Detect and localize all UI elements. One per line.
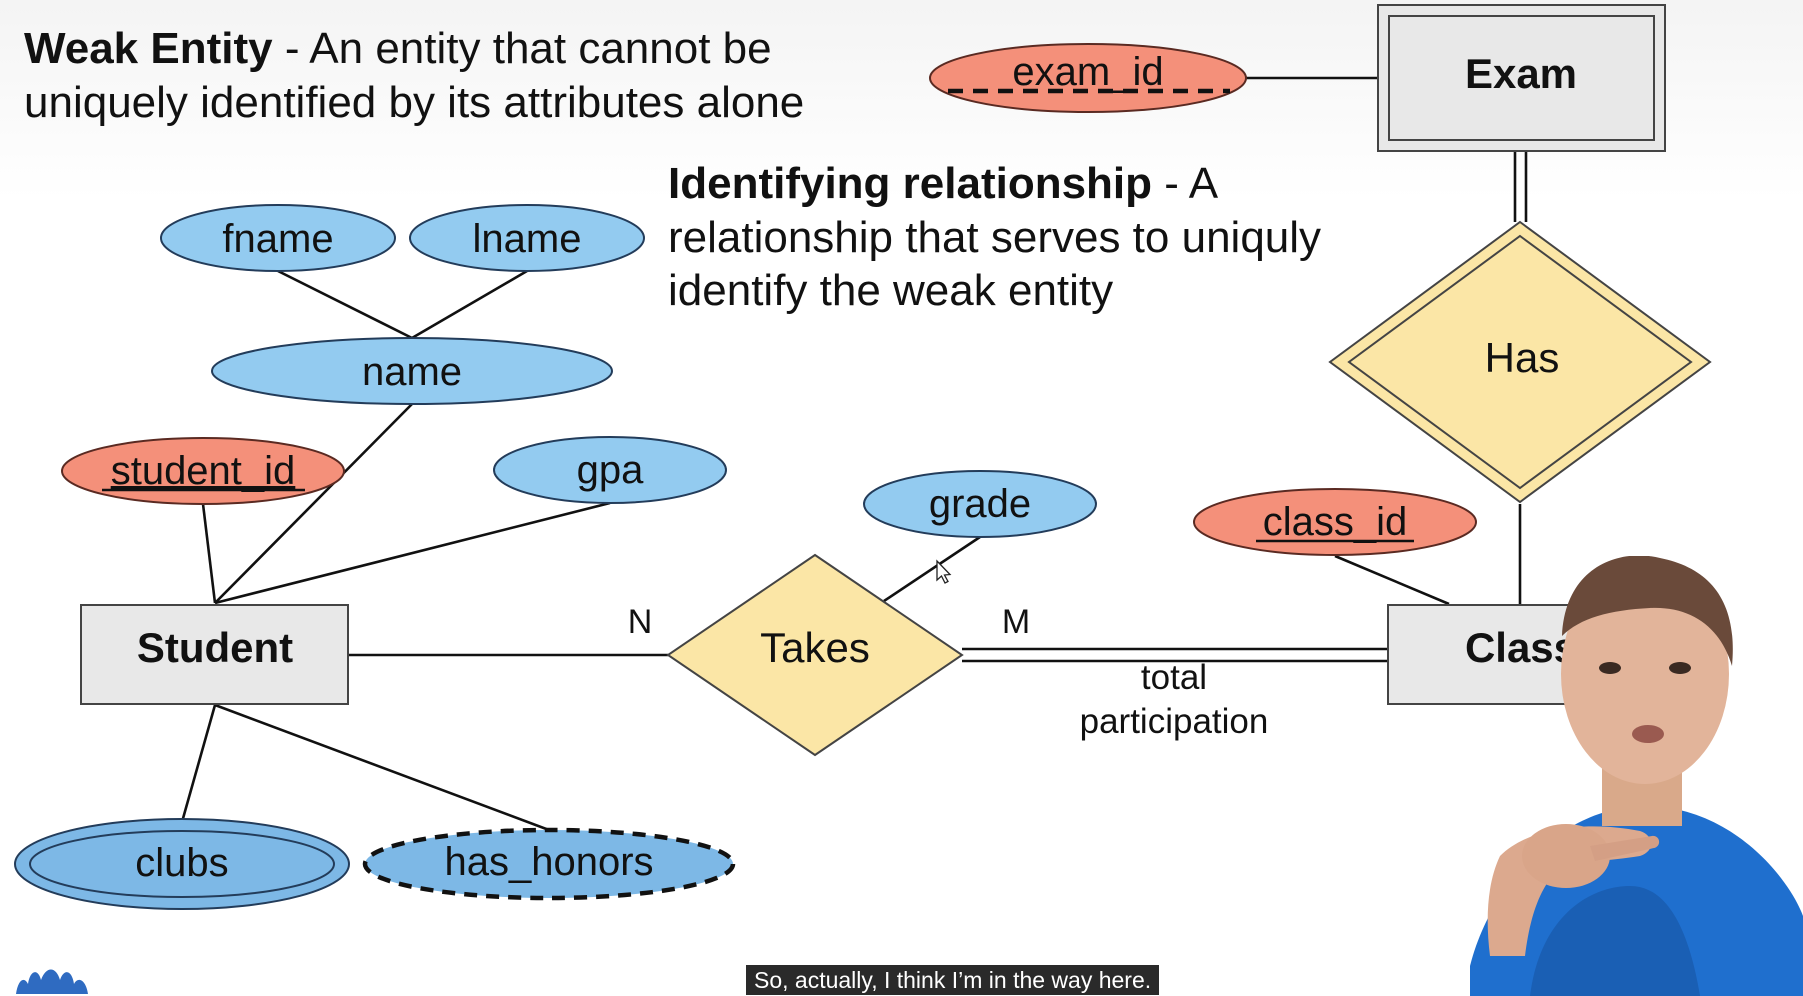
line-name-student	[214, 403, 413, 604]
key-attribute-student-id-label: student_id	[111, 449, 296, 493]
identifying-relationship-definition: Identifying relationship - A relationshi…	[668, 157, 1348, 318]
identifying-relationship-has: Has	[1328, 220, 1712, 504]
total-participation-label-line1: total	[1141, 658, 1207, 697]
derived-attribute-has-honors-label: has_honors	[444, 840, 653, 884]
attribute-fname-label: fname	[222, 217, 333, 261]
video-caption: So, actually, I think I’m in the way her…	[746, 965, 1160, 995]
cardinality-n: N	[628, 603, 653, 641]
multivalued-attribute-clubs: clubs	[14, 818, 350, 910]
weak-entity-term: Weak Entity	[24, 24, 273, 73]
key-attribute-class-id: class_id	[1193, 488, 1477, 556]
line-grade-takes	[883, 535, 981, 603]
mouse-cursor-icon	[936, 559, 952, 584]
attribute-fname: fname	[160, 204, 396, 272]
partial-key-attribute-exam-id-label: exam_id	[1012, 50, 1163, 94]
entity-student-label: Student	[137, 624, 293, 671]
attribute-name: name	[211, 337, 613, 405]
presenter-image	[1470, 556, 1803, 996]
relationship-takes: Takes	[666, 553, 964, 757]
entity-student: Student	[80, 604, 349, 705]
key-attribute-class-id-label: class_id	[1263, 500, 1408, 544]
line-student-hashonors	[214, 703, 550, 832]
attribute-name-label: name	[362, 350, 462, 394]
logo-icon	[16, 969, 88, 994]
connector-lines	[180, 76, 1528, 832]
line-studentid-student	[201, 503, 217, 604]
attribute-lname: lname	[409, 204, 645, 272]
attribute-grade-label: grade	[929, 482, 1031, 526]
entity-class-label: Class	[1465, 624, 1577, 671]
weak-entity-exam-label: Exam	[1465, 50, 1577, 97]
relationship-takes-label: Takes	[760, 624, 870, 671]
line-classid-class	[1334, 554, 1450, 606]
total-participation-label-line2: participation	[1080, 702, 1269, 741]
line-fname-name	[277, 269, 413, 340]
derived-attribute-has-honors: has_honors	[362, 827, 736, 901]
weak-entity-exam: Exam	[1377, 4, 1666, 152]
identifying-relationship-description: - A relationship that serves to uniquly …	[668, 159, 1322, 316]
attribute-lname-label: lname	[473, 217, 582, 261]
attribute-grade: grade	[863, 470, 1097, 538]
identifying-relationship-has-label: Has	[1485, 334, 1560, 381]
weak-entity-description: - An entity that cannot be uniquely iden…	[24, 24, 805, 127]
identifying-relationship-term: Identifying relationship	[668, 159, 1153, 208]
multivalued-attribute-clubs-label: clubs	[135, 841, 228, 885]
attribute-gpa: gpa	[493, 436, 727, 504]
line-lname-name	[411, 269, 528, 340]
partial-key-attribute-exam-id: exam_id	[929, 43, 1247, 113]
weak-entity-definition: Weak Entity - An entity that cannot be u…	[24, 22, 864, 129]
line-gpa-student	[214, 501, 611, 605]
cardinality-m: M	[1002, 603, 1030, 641]
attribute-gpa-label: gpa	[577, 448, 644, 492]
key-attribute-student-id: student_id	[61, 437, 345, 505]
line-student-clubs	[180, 704, 217, 823]
